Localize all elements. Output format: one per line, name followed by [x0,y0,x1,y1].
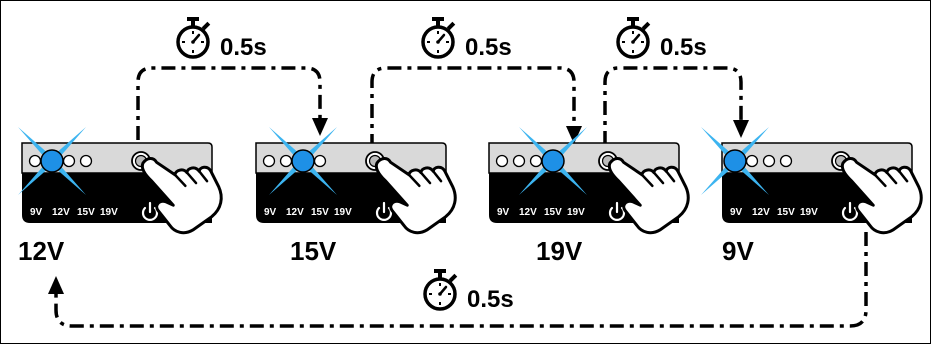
stopwatch-icon [616,15,652,59]
device-panel-15v: 9V 12V 15V 19V 15V [255,127,466,266]
burst-ray [18,127,50,159]
panel-voltage-label: 9V [264,207,277,218]
burst-ray [54,127,86,159]
led-lit [40,149,64,173]
timer-label: 0.5s [660,34,707,61]
panel-voltage-label: 9V [497,207,510,218]
arrowhead-to-19v [566,126,582,144]
led-off [762,154,776,168]
device-panel-12v: 9V 12V 15V 19V 12V [18,127,232,266]
led-off [62,154,76,168]
led-burst [519,127,587,195]
led-off [28,154,42,168]
burst-ray [737,163,769,195]
led-off [512,154,526,168]
panel-voltage-label: 12V [286,207,304,218]
led-lit [291,149,315,173]
arrowhead-to-12v [48,276,64,294]
burst-ray [269,127,301,159]
burst-ray [18,163,50,195]
burst-ray [519,127,551,159]
panel-voltage-label: 19V [100,207,118,218]
stopwatch-icon [176,15,212,59]
burst-ray [54,163,86,195]
burst-ray [519,163,551,195]
timer-3: 0.5s [616,15,707,61]
burst-ray [701,163,733,195]
led-burst [701,127,769,195]
burst-ray [701,127,733,159]
panel-voltage-label: 15V [777,207,795,218]
led-off [279,154,293,168]
panel-voltage-label: 12V [52,207,70,218]
timer-1: 0.5s [176,15,267,61]
arrowheads [48,118,749,294]
led-off [262,154,276,168]
timer-label: 0.5s [467,286,514,313]
led-off [779,154,793,168]
output-voltage-label: 9V [722,236,754,266]
panel-voltage-label: 12V [752,207,770,218]
stopwatch-icon [423,267,459,311]
burst-ray [269,163,301,195]
panel-voltage-label: 15V [544,207,562,218]
panel-voltage-label: 15V [311,207,329,218]
timer-label: 0.5s [220,34,267,61]
led-lit [723,149,747,173]
sequence-connectors [54,66,868,328]
panel-voltage-label: 15V [77,207,95,218]
arrowhead-to-9v [733,120,749,138]
connector-15v-to-19v [370,66,576,148]
output-voltage-label: 15V [290,236,337,266]
burst-ray [305,127,337,159]
led-burst [18,127,86,195]
panel-voltage-label: 9V [730,207,743,218]
panel-voltage-label: 12V [519,207,537,218]
panel-voltage-label: 19V [334,207,352,218]
burst-ray [555,163,587,195]
burst-ray [555,127,587,159]
led-off [495,154,509,168]
led-burst [269,127,337,195]
connector-12v-to-15v [136,66,322,140]
led-lit [541,149,565,173]
led-off [529,154,543,168]
led-off [313,154,327,168]
timer-label: 0.5s [465,34,512,61]
output-voltage-label: 12V [18,236,65,266]
stopwatch-icon [421,15,457,59]
arrowhead-to-15v [312,118,328,136]
connector-19v-to-9v [603,66,743,145]
timer-2: 0.5s [421,15,512,61]
output-voltage-label: 19V [536,236,583,266]
led-off [745,154,759,168]
device-panel-19v: 9V 12V 15V 19V 19V [488,127,699,266]
panel-voltage-label: 19V [800,207,818,218]
panel-voltage-label: 19V [567,207,585,218]
led-off [79,154,93,168]
timer-4: 0.5s [423,267,514,313]
device-panel-9v: 9V 12V 15V 19V 9V [701,127,931,266]
connector-9v-to-12v [54,232,868,328]
burst-ray [305,163,337,195]
burst-ray [737,127,769,159]
panel-voltage-label: 9V [30,207,43,218]
